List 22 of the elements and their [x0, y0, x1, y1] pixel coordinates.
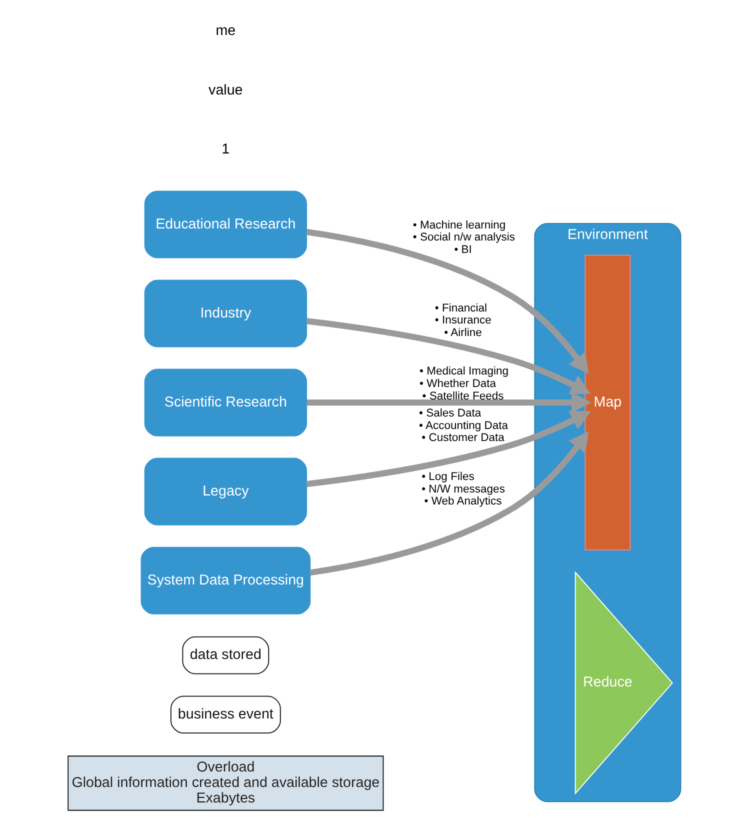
edge-label: • Financial • Insurance • Airline [434, 302, 491, 339]
node-box: Map [584, 254, 630, 550]
node-box: data stored [182, 636, 269, 674]
arrow [306, 392, 591, 413]
edge-label: • Machine learning • Social n/w analysis • BI [412, 219, 515, 256]
arrow [306, 228, 588, 374]
label: value [208, 82, 242, 98]
edge-label: • Sales Data • Accounting Data • Customer Data [418, 408, 508, 444]
node-box: Legacy [144, 458, 307, 526]
arrow [306, 410, 590, 488]
node-box: Educational Research [144, 190, 307, 258]
label: 1 [221, 142, 230, 158]
node-box: Scientific Research [144, 368, 307, 436]
edge-label: • Log Files • N/W messages • Web Analytics [421, 471, 504, 508]
node-box: System Data Processing [140, 546, 310, 614]
arrow [309, 431, 588, 576]
edge-label: • Medical Imaging • Whether Data • Satellite Feeds [419, 366, 508, 402]
arrow [306, 318, 590, 394]
label: me [215, 22, 236, 39]
node-box: Industry [144, 280, 307, 348]
node-box: business event [170, 696, 280, 734]
node-box: Overload Global information created and available storage Exabytes [67, 756, 384, 811]
